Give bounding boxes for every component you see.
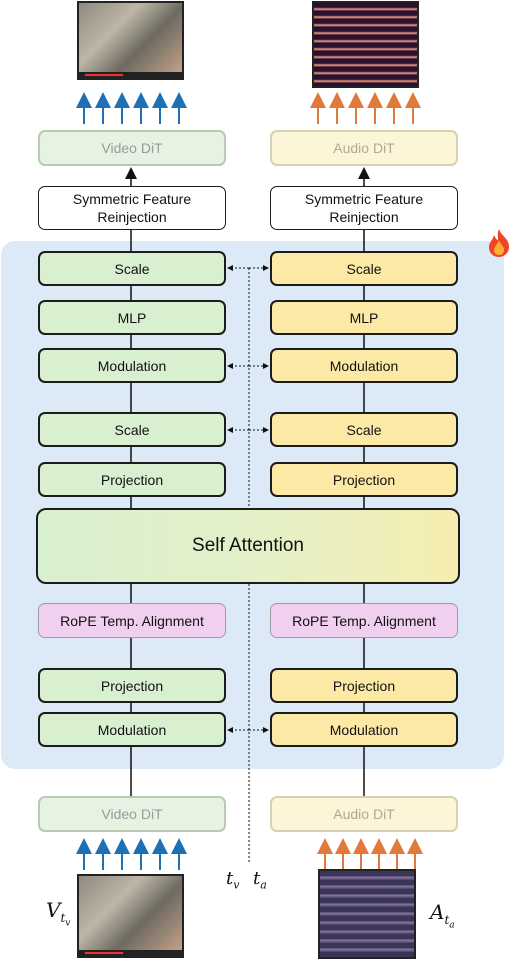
video-symmetric-feature-reinjection: Symmetric Feature Reinjection: [38, 186, 226, 230]
video-output-thumbnail: [77, 1, 184, 80]
self-attention-block: Self Attention: [36, 508, 460, 584]
audio-mlp-block: MLP: [270, 300, 458, 335]
audio-modulation-block-1: Modulation: [270, 348, 458, 383]
video-rope-temporal-alignment: RoPE Temp. Alignment: [38, 603, 226, 638]
audio-input-spectrogram: [318, 869, 416, 959]
audio-modulation-block-2: Modulation: [270, 712, 458, 747]
video-input-arrows: [76, 838, 187, 870]
audio-output-arrows: [310, 92, 421, 124]
video-modulation-block-1: Modulation: [38, 348, 226, 383]
video-scale-block-2: Scale: [38, 412, 226, 447]
audio-projection-block-1: Projection: [270, 462, 458, 497]
audio-symmetric-feature-reinjection: Symmetric Feature Reinjection: [270, 186, 458, 230]
video-mlp-block: MLP: [38, 300, 226, 335]
audio-scale-block-2: Scale: [270, 412, 458, 447]
video-scale-block-1: Scale: [38, 251, 226, 286]
video-projection-block-1: Projection: [38, 462, 226, 497]
video-output-arrows: [76, 92, 187, 124]
audio-scale-block-1: Scale: [270, 251, 458, 286]
audio-dit-top: Audio DiT: [270, 130, 458, 166]
video-input-label: Vtv: [46, 898, 71, 929]
audio-input-label: Ata: [430, 900, 455, 931]
audio-output-spectrogram: [312, 1, 419, 88]
ta-label: ta: [253, 868, 267, 892]
video-dit-bottom: Video DiT: [38, 796, 226, 832]
video-input-thumbnail: [77, 874, 184, 958]
audio-rope-temporal-alignment: RoPE Temp. Alignment: [270, 603, 458, 638]
video-modulation-block-2: Modulation: [38, 712, 226, 747]
tv-label: tv: [226, 868, 240, 892]
audio-dit-bottom: Audio DiT: [270, 796, 458, 832]
video-projection-block-2: Projection: [38, 668, 226, 703]
video-dit-top: Video DiT: [38, 130, 226, 166]
fire-icon: [485, 228, 513, 262]
audio-projection-block-2: Projection: [270, 668, 458, 703]
audio-input-arrows: [317, 838, 423, 870]
